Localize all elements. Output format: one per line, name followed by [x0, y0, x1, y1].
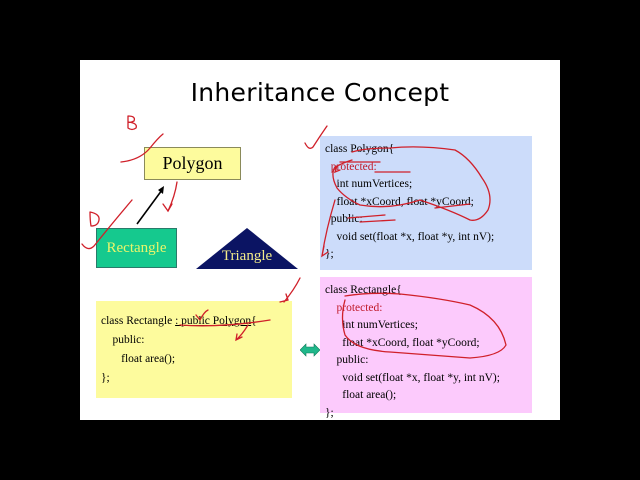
- polygon-code-block: class Polygon{ protected: int numVertice…: [320, 136, 532, 270]
- code-line: public:: [325, 354, 369, 366]
- code-line: };: [325, 406, 334, 419]
- code-brace: {: [251, 315, 257, 327]
- rectangle-full-code-block: class Rectangle{ protected: int numVerti…: [320, 277, 532, 419]
- code-line-protected: protected:: [325, 301, 383, 314]
- slide: Inheritance Concept Polygon Rectangle Tr…: [80, 60, 560, 420]
- code-line: float area();: [101, 353, 176, 365]
- inheritance-arrow-icon: [136, 186, 164, 225]
- rectangle-derived-code-block: class Rectangle : public Polygon{ public…: [96, 301, 292, 398]
- code-line: };: [101, 372, 110, 384]
- code-line: float *xCoord, float *yCoord;: [325, 195, 474, 208]
- code-line: void set(float *x, float *y, int nV);: [325, 371, 500, 384]
- code-line: public:: [325, 213, 363, 225]
- code-line: float area();: [325, 389, 397, 401]
- slide-title: Inheritance Concept: [190, 78, 450, 107]
- equivalence-double-arrow-icon: [300, 343, 320, 357]
- code-line: float *xCoord, float *yCoord;: [325, 336, 480, 349]
- code-line: int numVertices;: [325, 319, 418, 331]
- inheritance-clause: : public Polygon: [175, 315, 252, 327]
- triangle-shape: [196, 228, 298, 269]
- triangle-label: Triangle: [221, 248, 273, 264]
- code-line-protected: protected:: [325, 160, 377, 173]
- code-line: };: [325, 248, 334, 260]
- code-line: class Polygon{: [325, 143, 395, 155]
- code-line: int numVertices;: [325, 178, 413, 190]
- code-line: class Rectangle: [101, 315, 176, 327]
- code-line: class Rectangle{: [325, 284, 402, 296]
- code-line: void set(float *x, float *y, int nV);: [325, 230, 495, 243]
- code-line: public:: [101, 334, 145, 346]
